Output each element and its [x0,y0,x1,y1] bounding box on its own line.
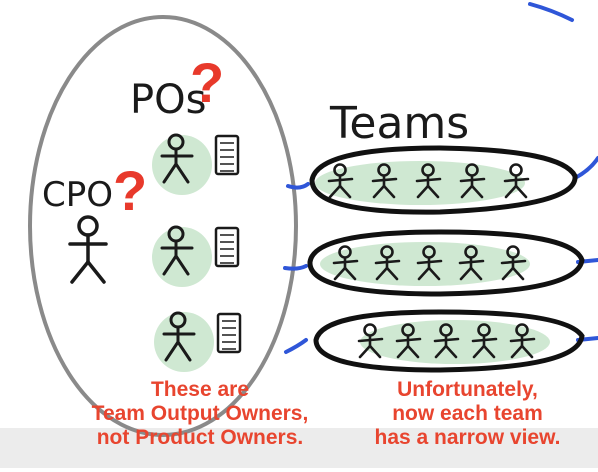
team-members [327,163,536,359]
team-member-icon [500,245,527,281]
document-icon [214,226,240,268]
question-icon: ? [190,51,224,114]
po-person-icon [160,133,194,184]
team-member-icon [471,323,498,359]
po-person-icon [160,225,194,276]
cpo-person-icon [68,215,108,284]
team-member-icon [416,245,443,281]
team-member-icon [371,163,398,199]
team-member-icon [327,163,354,199]
team-member-icon [374,245,401,281]
team-member-icon [459,163,486,199]
caption-left: These are Team Output Owners, not Produc… [91,378,309,449]
pos-label: POs [130,77,206,123]
team-member-icon [458,245,485,281]
team-capsules [307,145,585,373]
team-member-icon [433,323,460,359]
bottom-band [0,428,598,468]
po-ellipse [28,15,298,437]
cpo-label: CPO [42,175,113,215]
po-rows [160,133,242,362]
team-member-icon [415,163,442,199]
team-member-icon [357,323,384,359]
team-member-icon [395,323,422,359]
team-member-icon [503,163,530,199]
question-icon: ? [113,159,147,222]
caption-right: Unfortunately, now each team has a narro… [374,378,561,449]
teams-label: Teams [329,98,469,149]
team-member-icon [509,323,536,359]
team-member-icon [332,245,359,281]
document-icon [216,312,242,354]
document-icon [214,134,240,176]
po-person-icon [162,311,196,362]
top-right-stroke [528,2,574,22]
